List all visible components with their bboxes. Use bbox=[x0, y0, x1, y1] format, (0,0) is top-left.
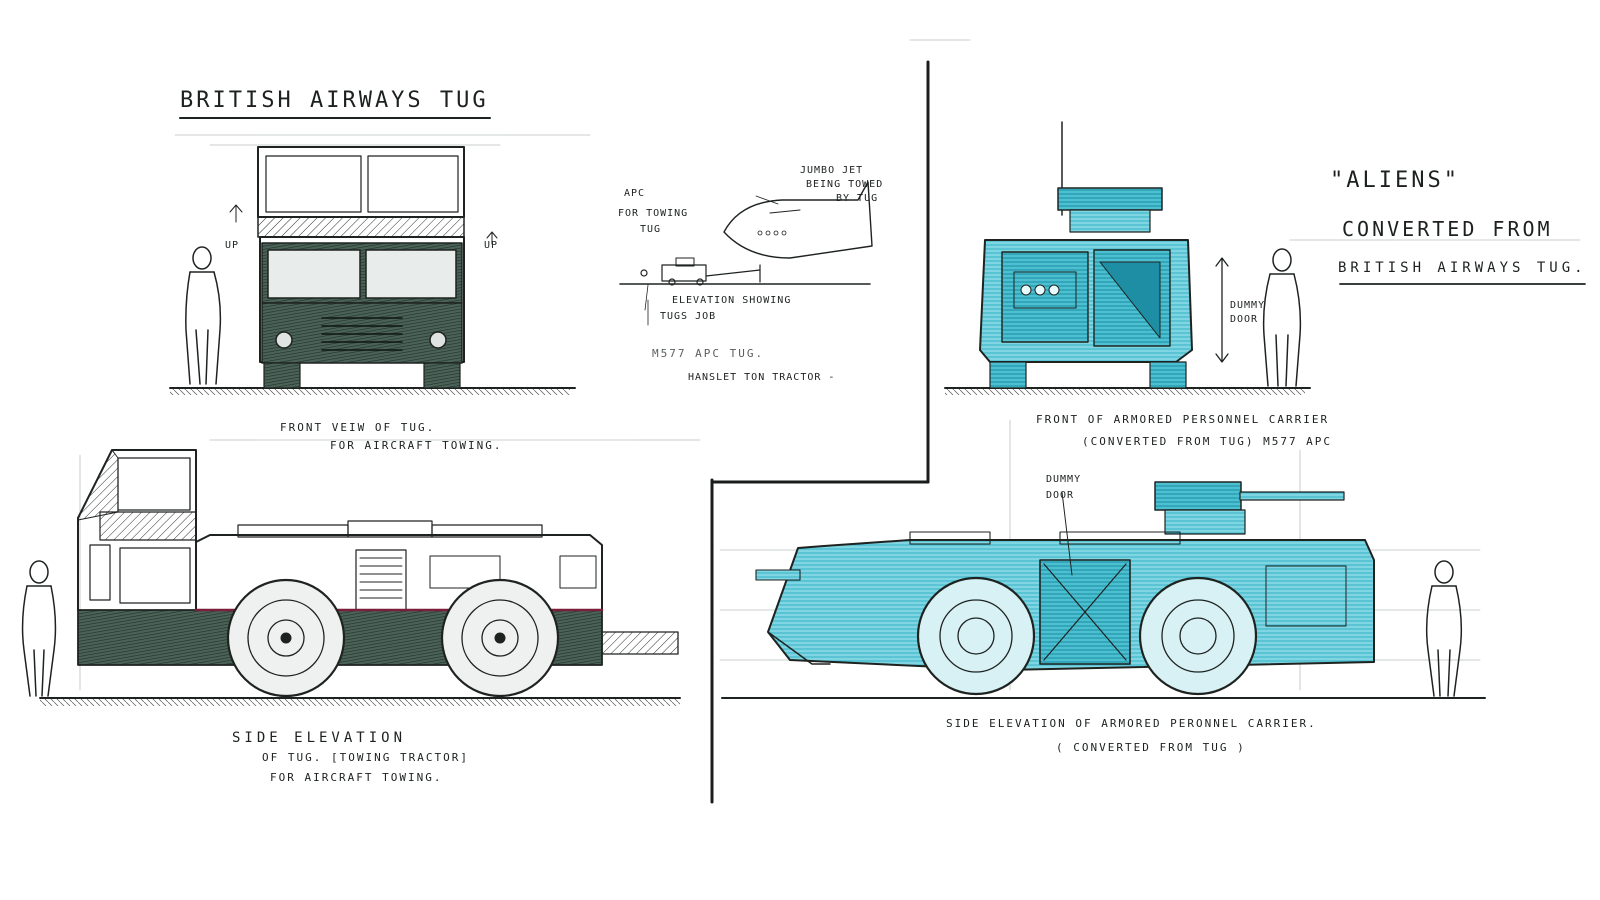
right-subtitle-2: BRITISH AIRWAYS TUG. bbox=[1338, 260, 1587, 276]
inset-jet-label-2: BEING TOWED bbox=[806, 179, 884, 190]
human-figure-right-front bbox=[1262, 248, 1302, 387]
inset-apc-label-2: FOR TOWING bbox=[618, 208, 689, 219]
left-title: BRITISH AIRWAYS TUG bbox=[180, 88, 489, 113]
front-apc-caption-1: FRONT OF ARMORED PERSONNEL CARRIER bbox=[1036, 413, 1330, 426]
side-apc-caption-1: SIDE ELEVATION OF ARMORED PERONNEL CARRI… bbox=[946, 717, 1317, 730]
apc-front-view bbox=[944, 121, 1311, 395]
towing-inset bbox=[619, 181, 873, 326]
tug-side-view bbox=[39, 449, 681, 706]
inset-caption-2: TUGS JOB bbox=[660, 311, 717, 322]
apc-side-view bbox=[721, 481, 1486, 699]
side-caption-line3: FOR AIRCRAFT TOWING. bbox=[270, 771, 443, 784]
human-figure-left-front bbox=[185, 246, 222, 385]
right-title: "ALIENS" bbox=[1330, 168, 1460, 193]
front-view-caption-line2: FOR AIRCRAFT TOWING. bbox=[330, 439, 503, 452]
side-dummy-door-1: DUMMY bbox=[1046, 474, 1082, 485]
inset-model-2: HANSLET TON TRACTOR - bbox=[688, 372, 836, 383]
inset-apc-label-1: APC bbox=[624, 188, 646, 199]
human-figure-right-side bbox=[1425, 560, 1463, 697]
tug-front-view bbox=[169, 146, 576, 395]
side-dummy-door-2: DOOR bbox=[1046, 490, 1075, 501]
up-mark-left: UP bbox=[225, 240, 240, 251]
front-dummy-door-1: DUMMY bbox=[1230, 300, 1266, 311]
front-apc-caption-2: (CONVERTED FROM TUG) M577 APC bbox=[1082, 435, 1333, 448]
human-figure-left-side bbox=[21, 560, 57, 697]
right-subtitle-1: CONVERTED FROM bbox=[1342, 217, 1553, 241]
inset-caption-1: ELEVATION SHOWING bbox=[672, 295, 792, 306]
inset-apc-label-3: TUG bbox=[640, 224, 662, 235]
front-view-caption-line1: FRONT VEIW OF TUG. bbox=[280, 421, 436, 434]
up-mark-right: UP bbox=[484, 240, 499, 251]
inset-model-1: M577 APC TUG. bbox=[652, 347, 765, 360]
side-caption-line2: OF TUG. [TOWING TRACTOR] bbox=[262, 751, 469, 764]
inset-jet-label-1: JUMBO JET bbox=[800, 165, 864, 176]
inset-jet-label-3: BY TUG bbox=[836, 193, 879, 204]
sheet-dividers bbox=[710, 60, 930, 804]
side-apc-caption-2: ( CONVERTED FROM TUG ) bbox=[1056, 741, 1246, 754]
side-caption-line1: SIDE ELEVATION bbox=[232, 730, 407, 746]
front-dummy-door-2: DOOR bbox=[1230, 314, 1259, 325]
